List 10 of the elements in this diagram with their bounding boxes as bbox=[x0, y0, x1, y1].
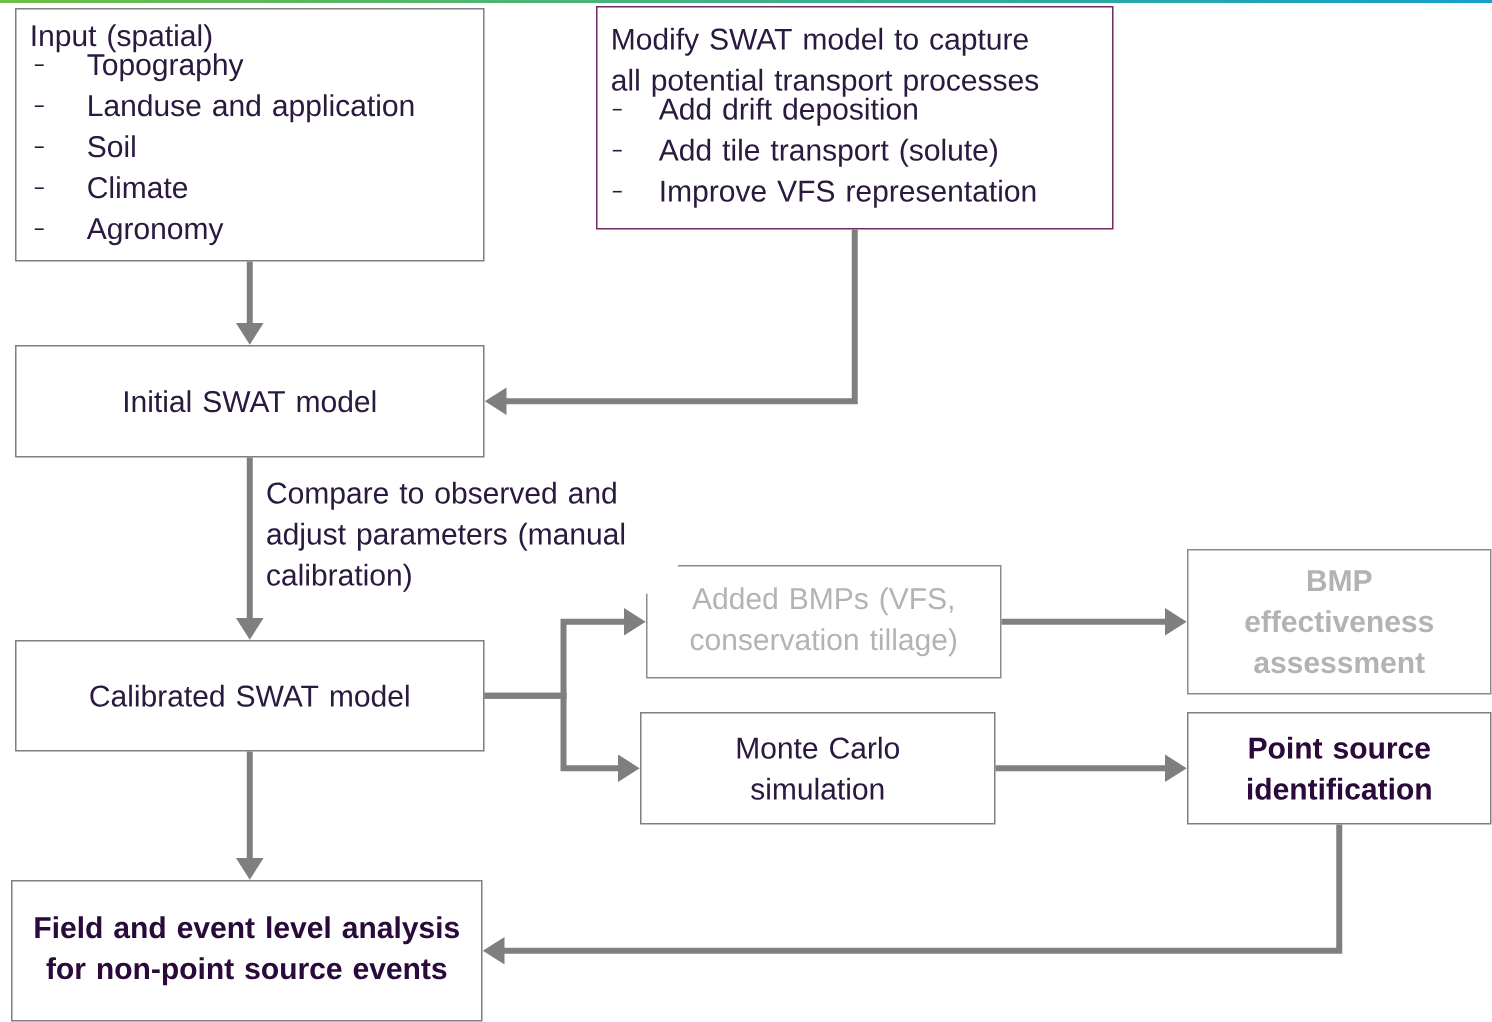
process-box: Added BMPs (VFS, conservation tillage) bbox=[646, 565, 1002, 679]
list-box: Modify SWAT model to capture all potential transport processes Add drift deposition Add tile transport (solute) Improve VFS representation bbox=[596, 6, 1114, 230]
edge-label: Compare to observed and adjust parameters (manual calibration) bbox=[263, 479, 678, 594]
process-box: Calibrated SWAT model bbox=[15, 640, 485, 752]
process-box: Point source identification bbox=[1187, 712, 1492, 825]
process-box: Field and event level analysis for non-point source events bbox=[11, 880, 483, 1022]
process-box: Initial SWAT model bbox=[15, 345, 485, 458]
process-box: BMP effectiveness assessment bbox=[1187, 549, 1492, 695]
list-box: Input (spatial) Topography Landuse and application Soil Climate Agronomy bbox=[15, 8, 485, 262]
process-box: Monte Carlo simulation bbox=[640, 712, 996, 825]
